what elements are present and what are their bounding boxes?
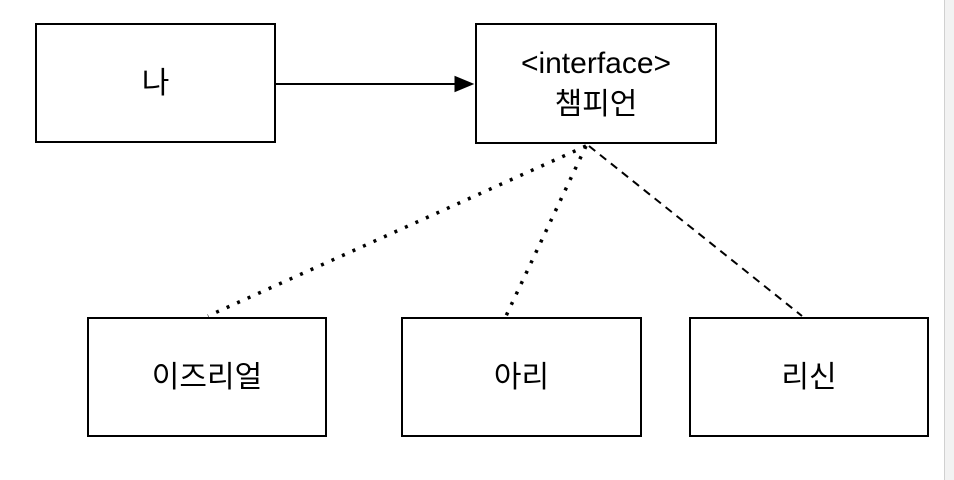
edge-champion-to-ezreal[interactable]	[207, 144, 587, 318]
scrollbar-track[interactable]	[944, 0, 954, 480]
node-ezreal[interactable]: 이즈리얼	[87, 317, 327, 437]
edge-champion-to-ahri[interactable]	[504, 145, 588, 317]
node-me-label: 나	[141, 66, 170, 100]
node-ezreal-label: 이즈리얼	[151, 360, 263, 394]
edge-champion-to-leesin[interactable]	[588, 145, 803, 317]
node-leesin-label: 리신	[781, 360, 837, 394]
node-champion-stereotype: <interface>	[520, 46, 672, 80]
node-me[interactable]: 나	[35, 23, 276, 143]
arrowhead-me-to-champion	[454, 75, 475, 93]
node-champion-interface[interactable]: <interface> 챔피언	[475, 23, 717, 144]
node-leesin[interactable]: 리신	[689, 317, 929, 437]
node-ahri[interactable]: 아리	[401, 317, 642, 437]
node-ahri-label: 아리	[493, 360, 550, 394]
node-champion-label: 챔피언	[554, 87, 638, 121]
